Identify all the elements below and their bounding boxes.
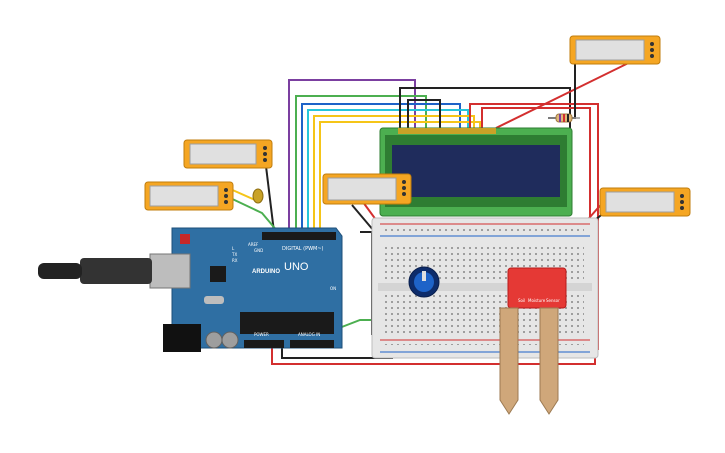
lcd-display[interactable] — [379, 127, 573, 217]
arduino-uno-board[interactable]: DIGITAL (PWM~) ARDUINO UNO AREF GND TX R… — [38, 227, 343, 352]
potentiometer[interactable] — [408, 266, 440, 298]
board-capacitor-2 — [221, 331, 239, 349]
wire-green-meter-b[interactable] — [225, 195, 279, 233]
soil-moisture-sensor[interactable]: Soil Moisture Sensor — [499, 267, 567, 415]
gnd-label: GND — [254, 248, 263, 253]
sensor-label-1: Soil — [518, 298, 525, 303]
power-header — [244, 340, 284, 348]
lcd-pin-header — [398, 128, 496, 134]
wire-black-meter-a[interactable] — [264, 157, 275, 233]
wire-black-lcd-2[interactable] — [407, 99, 441, 128]
atmega-chip — [240, 312, 334, 334]
crystal — [204, 296, 224, 304]
resistor[interactable] — [548, 113, 580, 123]
reset-button[interactable] — [180, 234, 190, 244]
wire-green-1[interactable] — [295, 95, 427, 232]
sensor-probe-right[interactable] — [539, 307, 559, 415]
multimeter-right[interactable] — [599, 187, 691, 217]
analog-label: ANALOG IN — [298, 332, 320, 337]
usb-chip — [210, 266, 226, 282]
model-label: UNO — [284, 261, 309, 273]
digital-label: DIGITAL (PWM~) — [282, 246, 324, 252]
wire-cyan[interactable] — [307, 109, 469, 232]
aref-label: AREF — [248, 242, 259, 247]
board-capacitor-1 — [205, 331, 223, 349]
capacitor-icon[interactable] — [252, 188, 264, 204]
rx-label: RX — [232, 258, 238, 263]
sensor-label-2: Moisture — [528, 298, 546, 303]
digital-header — [262, 232, 336, 240]
dc-jack-icon — [163, 324, 201, 352]
analog-header — [290, 340, 334, 348]
brand-label: ARDUINO — [252, 269, 280, 275]
sensor-label-3: Sensor — [546, 298, 560, 303]
multimeter-top-right[interactable] — [569, 35, 661, 65]
power-label: POWER — [254, 332, 269, 337]
l-label: L — [232, 246, 235, 251]
wire-red-bottom[interactable] — [271, 348, 596, 365]
tx-label: TX — [231, 252, 237, 257]
sensor-probe-left[interactable] — [499, 307, 519, 415]
usb-connector-icon — [38, 253, 191, 289]
multimeter-left-b[interactable] — [144, 181, 234, 211]
multimeter-middle[interactable] — [322, 173, 412, 205]
multimeter-left-a[interactable] — [183, 139, 273, 169]
on-label: ON — [330, 286, 336, 291]
